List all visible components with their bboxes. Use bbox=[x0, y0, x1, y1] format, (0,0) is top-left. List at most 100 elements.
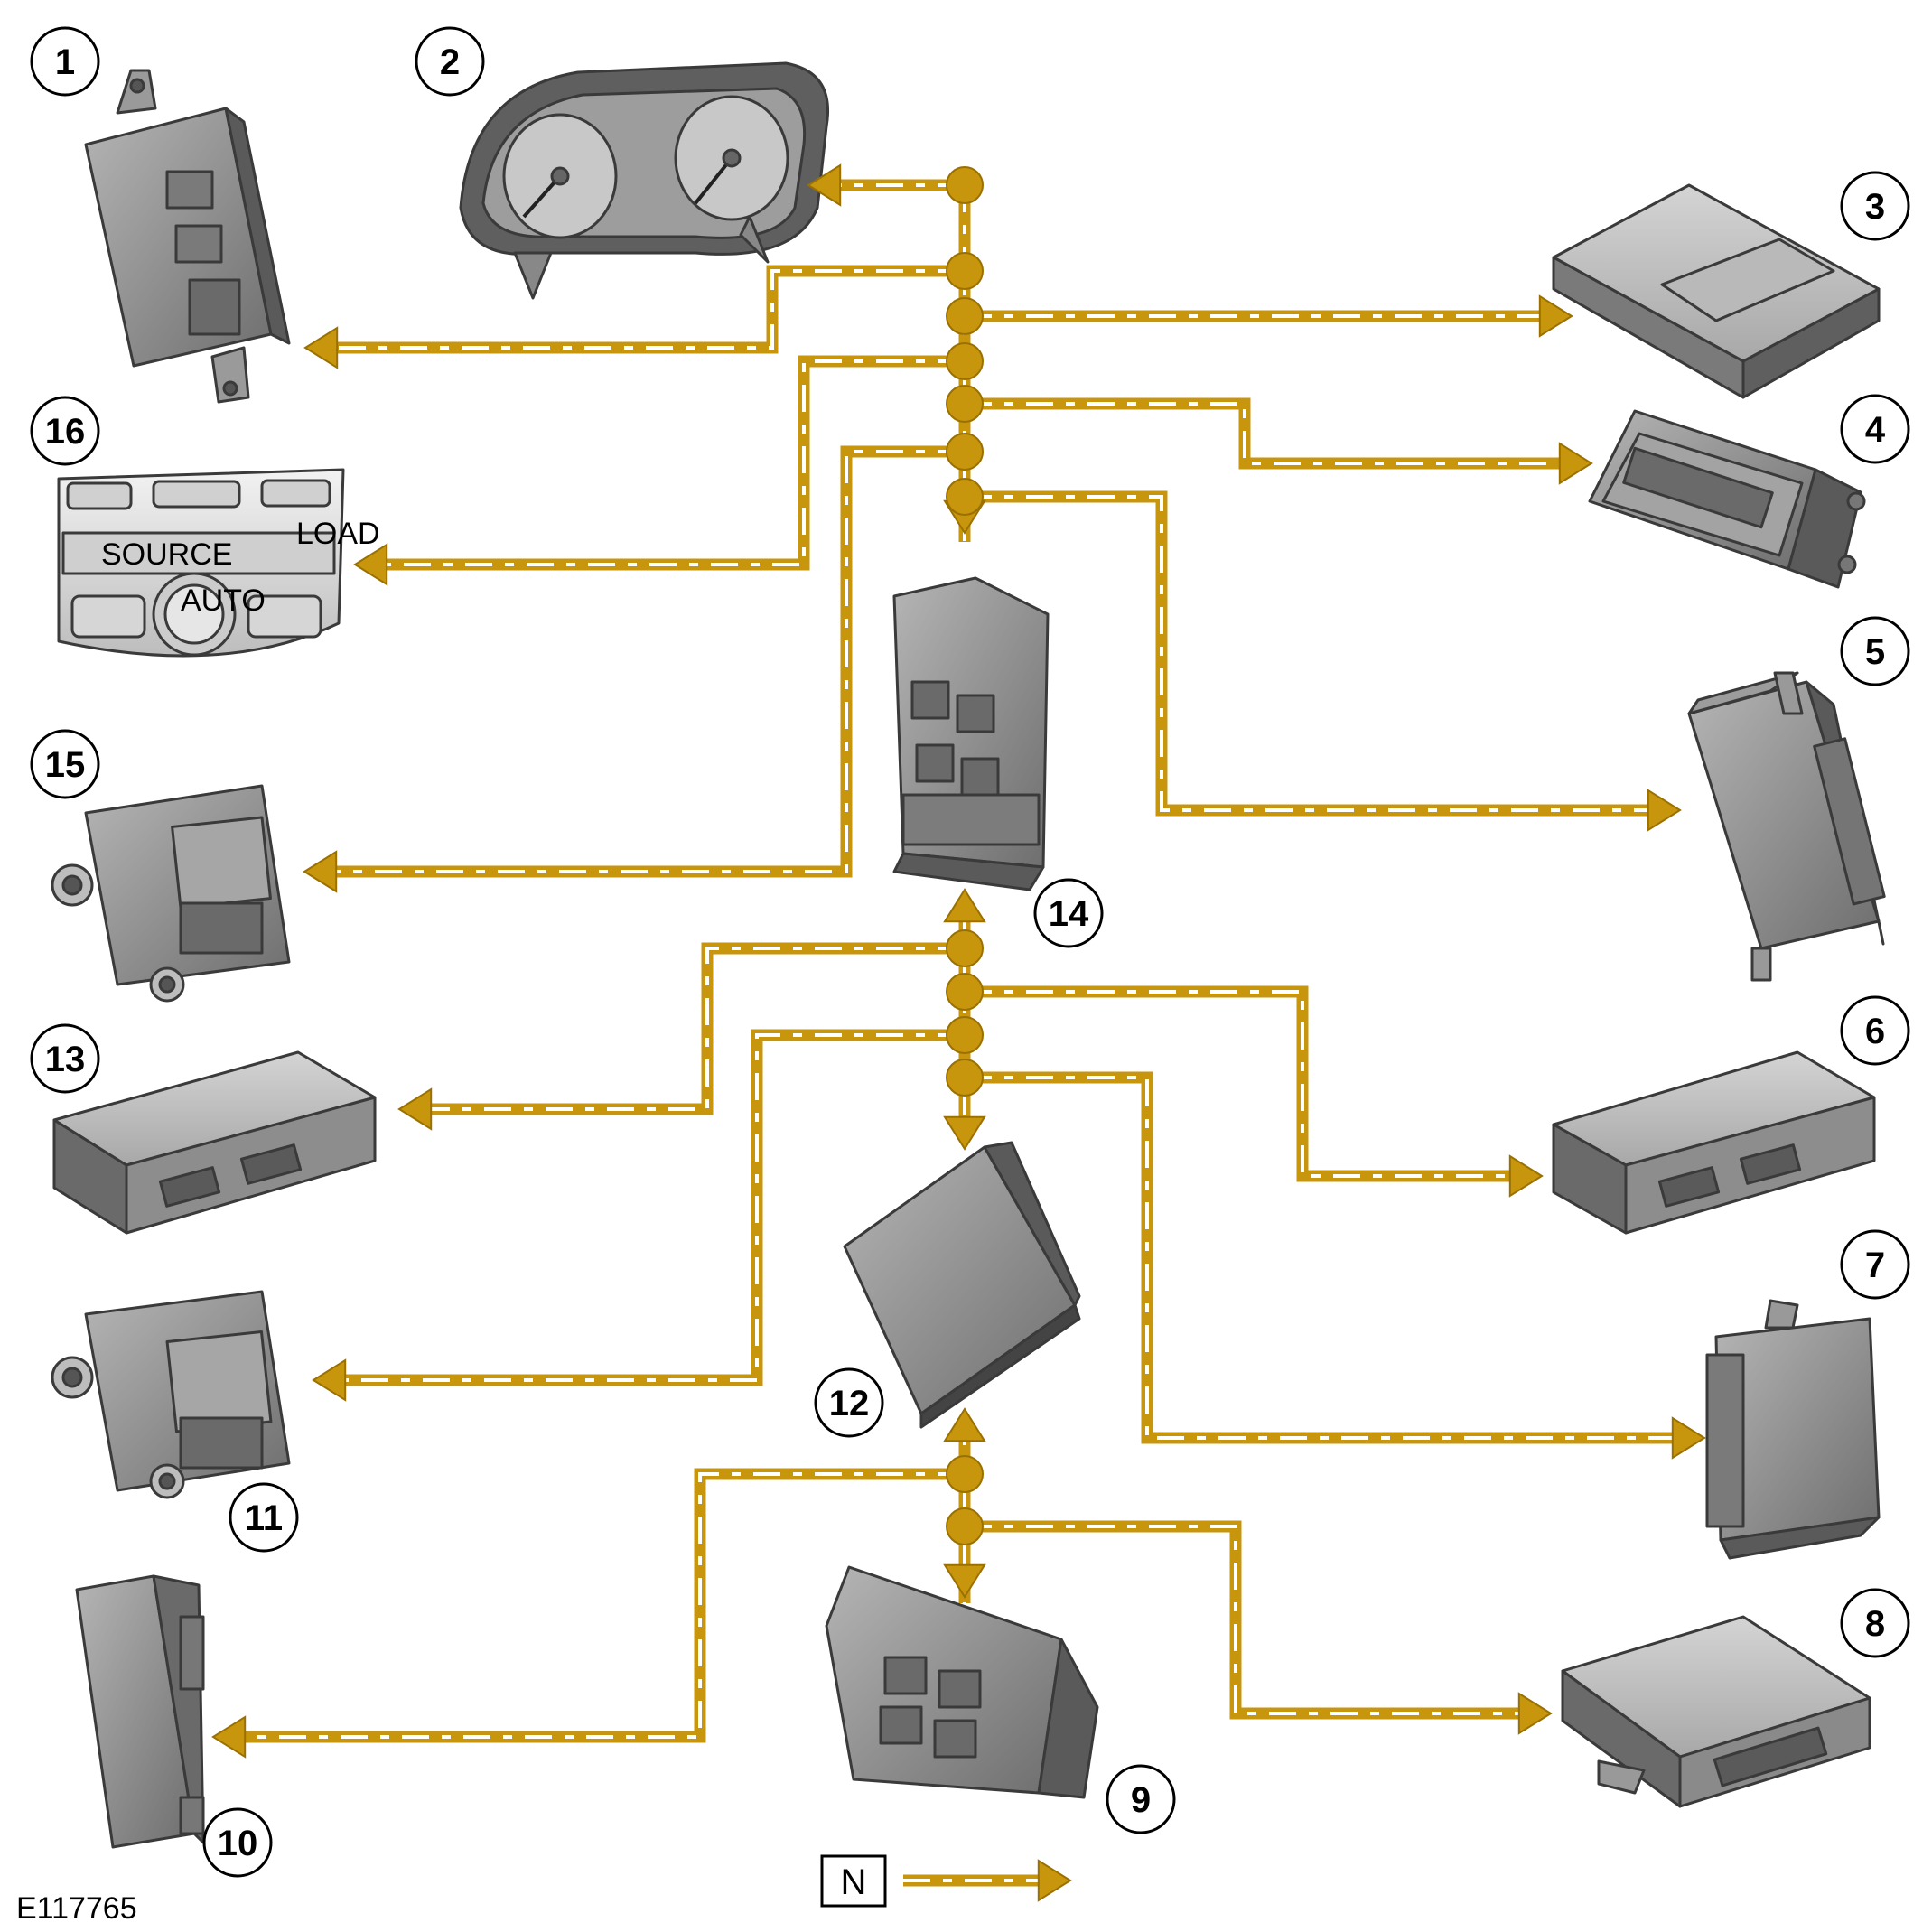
callout-12: 12 bbox=[814, 1367, 884, 1438]
callout-7-label: 7 bbox=[1865, 1246, 1885, 1285]
fuse-box-9-graphic bbox=[825, 1565, 1099, 1799]
arrow-to-15 bbox=[303, 850, 338, 893]
branch-15 bbox=[330, 445, 965, 878]
callout-3-label: 3 bbox=[1865, 187, 1885, 227]
callout-12-label: 12 bbox=[829, 1384, 870, 1423]
module-12-graphic bbox=[843, 1141, 1081, 1429]
callout-8: 8 bbox=[1840, 1588, 1910, 1658]
branch-15-stroke bbox=[330, 445, 965, 878]
branch-15-dashes bbox=[330, 450, 965, 873]
arrow-from-14 bbox=[943, 888, 986, 923]
branch-13-stroke bbox=[425, 942, 965, 1115]
arrow-to-5 bbox=[1647, 789, 1682, 832]
junction-upper-7 bbox=[946, 478, 984, 516]
module-8-graphic bbox=[1561, 1615, 1871, 1808]
branch-5-stroke bbox=[965, 490, 1653, 817]
branch-5-dashes bbox=[965, 495, 1653, 812]
module-3-graphic bbox=[1552, 183, 1881, 399]
callout-6: 6 bbox=[1840, 995, 1910, 1066]
branch-8-dashes bbox=[965, 1525, 1526, 1715]
arrow-to-13 bbox=[397, 1087, 433, 1131]
callout-9-label: 9 bbox=[1131, 1780, 1151, 1820]
junction-upper-6 bbox=[946, 433, 984, 471]
junction-middle-1 bbox=[946, 929, 984, 967]
callout-2-label: 2 bbox=[440, 42, 460, 82]
callout-3: 3 bbox=[1840, 171, 1910, 241]
callout-7: 7 bbox=[1840, 1229, 1910, 1300]
callout-14-label: 14 bbox=[1049, 894, 1089, 934]
branch-1-stroke bbox=[330, 265, 965, 354]
module-illustrations: LOAD SOURCE AUTO bbox=[51, 61, 1886, 1849]
callout-16-label: 16 bbox=[45, 412, 86, 452]
load-label: LOAD bbox=[296, 517, 380, 551]
module-11-graphic bbox=[51, 1290, 291, 1499]
junction-upper-4 bbox=[946, 342, 984, 380]
branch-6-dashes bbox=[965, 990, 1517, 1178]
branch-10 bbox=[239, 1468, 965, 1743]
branch-11-stroke bbox=[339, 1029, 965, 1386]
branch-16-stroke bbox=[379, 355, 965, 571]
fuse-box-14-graphic bbox=[892, 576, 1050, 891]
auto-label: AUTO bbox=[181, 583, 266, 618]
arrow-to-6 bbox=[1508, 1154, 1544, 1198]
branch-4 bbox=[965, 397, 1567, 470]
arrow-to-4 bbox=[1558, 442, 1593, 485]
branch-8 bbox=[965, 1520, 1526, 1720]
callout-11-label: 11 bbox=[245, 1498, 283, 1538]
junction-upper-5 bbox=[946, 385, 984, 423]
branch-1-dashes bbox=[330, 269, 965, 350]
callout-8-label: 8 bbox=[1865, 1604, 1885, 1644]
branch-6 bbox=[965, 985, 1517, 1182]
arrow-to-11 bbox=[312, 1358, 347, 1402]
junction-upper-3 bbox=[946, 297, 984, 335]
legend-box bbox=[820, 1854, 887, 1908]
branch-5 bbox=[965, 490, 1653, 817]
callout-5-label: 5 bbox=[1865, 632, 1885, 672]
callout-9: 9 bbox=[1106, 1764, 1176, 1834]
branch-4-dashes bbox=[965, 402, 1567, 465]
callout-16: 16 bbox=[30, 396, 100, 466]
bus-lines bbox=[211, 163, 1706, 1902]
arrow-to-10 bbox=[211, 1715, 247, 1759]
branch-16-dashes bbox=[379, 359, 965, 566]
junction-lower-2 bbox=[946, 1507, 984, 1545]
callouts: 1 2 3 4 5 6 7 8 bbox=[30, 26, 1910, 1878]
legend: N bbox=[820, 1854, 887, 1908]
branch-11 bbox=[339, 1029, 965, 1386]
branch-13 bbox=[425, 942, 965, 1115]
junction-upper-2 bbox=[946, 252, 984, 290]
callout-4-label: 4 bbox=[1865, 410, 1886, 450]
module-13-graphic bbox=[52, 1050, 377, 1235]
module-6-graphic bbox=[1552, 1050, 1876, 1235]
callout-10-label: 10 bbox=[218, 1824, 258, 1863]
module-15-graphic bbox=[51, 784, 291, 1003]
callout-15: 15 bbox=[30, 729, 100, 799]
module-1-graphic bbox=[84, 69, 291, 404]
arrow-to-2 bbox=[807, 163, 842, 207]
callout-15-label: 15 bbox=[45, 745, 86, 785]
callout-5: 5 bbox=[1840, 616, 1910, 686]
arrow-from-12 bbox=[943, 1407, 986, 1442]
instrument-cluster-graphic bbox=[459, 61, 829, 300]
branch-13-dashes bbox=[425, 947, 965, 1111]
branch-11-dashes bbox=[339, 1033, 965, 1382]
branch-6-stroke bbox=[965, 985, 1517, 1182]
source-label: SOURCE bbox=[101, 537, 232, 572]
callout-11: 11 bbox=[229, 1482, 299, 1553]
diagnostic-connector-graphic bbox=[1588, 409, 1866, 589]
junction-middle-3 bbox=[946, 1016, 984, 1054]
arrow-to-16 bbox=[353, 543, 388, 586]
control-panel-16-graphic: LOAD SOURCE AUTO bbox=[57, 468, 380, 658]
junction-lower-1 bbox=[946, 1455, 984, 1493]
reference-number: E117765 bbox=[16, 1891, 137, 1926]
module-7-graphic bbox=[1705, 1299, 1881, 1560]
arrow-to-7 bbox=[1671, 1416, 1706, 1460]
arrow-to-1 bbox=[303, 326, 339, 369]
callout-13: 13 bbox=[30, 1023, 100, 1094]
callout-4: 4 bbox=[1840, 394, 1910, 464]
callout-2: 2 bbox=[415, 26, 485, 97]
branch-10-dashes bbox=[239, 1472, 965, 1739]
branch-1 bbox=[330, 265, 965, 354]
branch-7 bbox=[965, 1071, 1680, 1444]
